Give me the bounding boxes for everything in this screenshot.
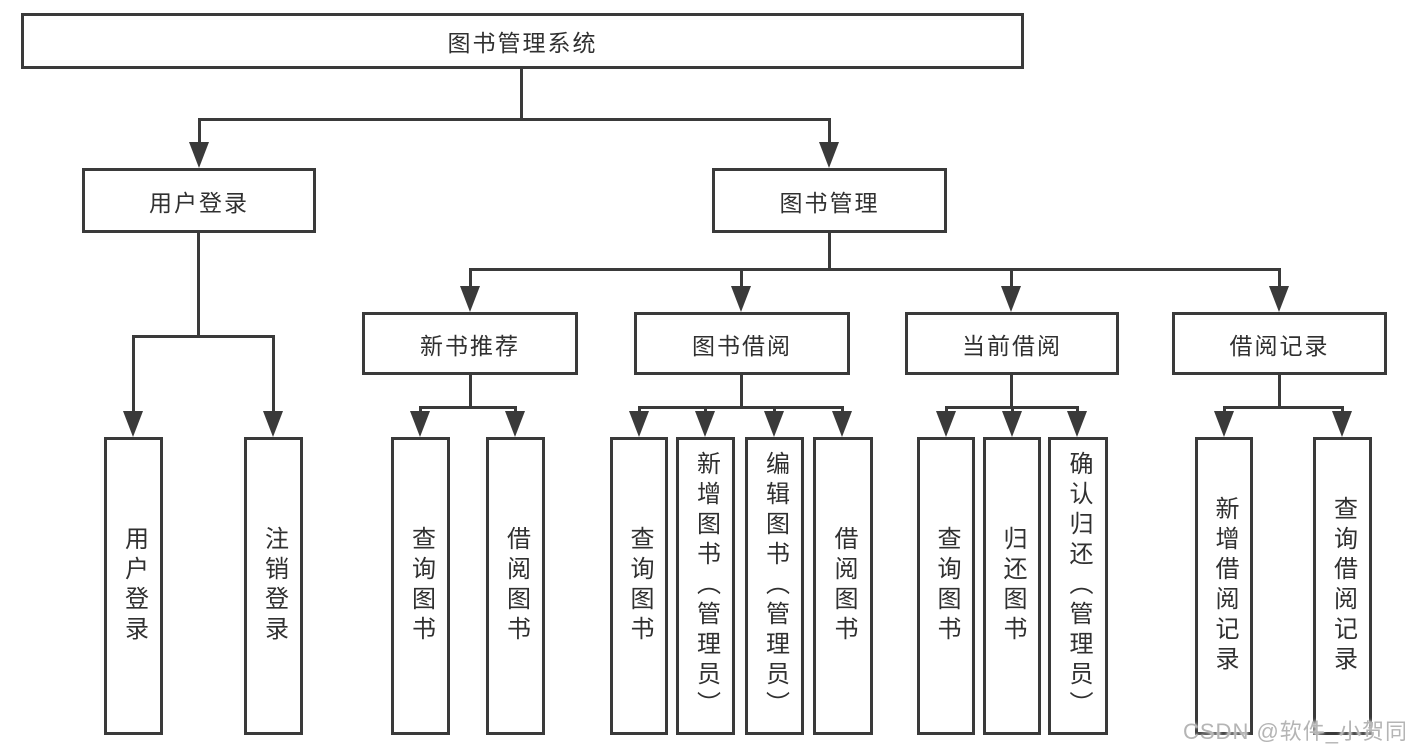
leaf-edit-book-admin: 编辑图书（管理员） — [745, 437, 804, 735]
leaf-return-book: 归还图书 — [983, 437, 1041, 735]
arrow-down-icon — [460, 286, 480, 312]
arrow-down-icon — [505, 411, 525, 437]
connector-arrow-shaft-book-borrow — [740, 268, 743, 292]
arrow-down-icon — [832, 411, 852, 437]
leaf-borrow-book: 借阅图书 — [813, 437, 873, 735]
arrow-down-icon — [1332, 411, 1352, 437]
leaf-borrow-book-recommend: 借阅图书 — [486, 437, 545, 735]
arrow-down-icon — [1214, 411, 1234, 437]
arrow-down-icon — [1269, 286, 1289, 312]
connector-new-book-split — [419, 406, 517, 409]
arrow-down-icon — [1001, 286, 1021, 312]
node-book-borrow: 图书借阅 — [634, 312, 850, 375]
arrow-down-icon — [695, 411, 715, 437]
leaf-query-book-current: 查询图书 — [917, 437, 975, 735]
leaf-confirm-return-admin: 确认归还（管理员） — [1048, 437, 1108, 735]
node-borrow-records: 借阅记录 — [1172, 312, 1387, 375]
connector-arrow-shaft-leaf-login — [132, 335, 135, 417]
leaf-user-login: 用户登录 — [104, 437, 163, 735]
arrow-down-icon — [629, 411, 649, 437]
arrow-down-icon — [1067, 411, 1087, 437]
connector-arrow-shaft-leaf-logout — [272, 335, 275, 417]
leaf-query-borrow-record: 查询借阅记录 — [1313, 437, 1372, 735]
node-library-management-system: 图书管理系统 — [21, 13, 1024, 69]
arrow-down-icon — [819, 142, 839, 168]
connector-arrow-shaft-borrow-records — [1278, 268, 1281, 292]
node-book-management: 图书管理 — [712, 168, 947, 233]
connector-new-book-stem — [469, 373, 472, 409]
node-new-book-recommend: 新书推荐 — [362, 312, 578, 375]
arrow-down-icon — [189, 142, 209, 168]
connector-book-management-split — [469, 268, 1281, 271]
arrow-down-icon — [1002, 411, 1022, 437]
csdn-watermark: CSDN @软件_小贺同学 — [1183, 719, 1405, 744]
connector-borrow-records-stem — [1278, 373, 1281, 409]
node-user-login: 用户登录 — [82, 168, 316, 233]
arrow-down-icon — [263, 411, 283, 437]
connector-user-login-split — [132, 335, 275, 338]
arrow-down-icon — [731, 286, 751, 312]
arrow-down-icon — [764, 411, 784, 437]
connector-arrow-shaft-new-book — [469, 268, 472, 292]
connector-book-borrow-stem — [740, 373, 743, 409]
connector-root-stem — [520, 66, 523, 120]
leaf-query-book-borrow: 查询图书 — [610, 437, 668, 735]
arrow-down-icon — [936, 411, 956, 437]
connector-book-management-stem — [828, 231, 831, 271]
leaf-logout-login: 注销登录 — [244, 437, 303, 735]
connector-arrow-shaft-user-login — [198, 118, 201, 146]
connector-user-login-stem — [197, 231, 200, 338]
arrow-down-icon — [123, 411, 143, 437]
connector-arrow-shaft-current-borrow — [1010, 268, 1013, 292]
connector-borrow-records-split — [1223, 406, 1343, 409]
connector-current-borrow-stem — [1010, 373, 1013, 409]
node-current-borrow: 当前借阅 — [905, 312, 1119, 375]
leaf-add-book-admin: 新增图书（管理员） — [676, 437, 735, 735]
leaf-query-book-recommend: 查询图书 — [391, 437, 450, 735]
arrow-down-icon — [410, 411, 430, 437]
connector-arrow-shaft-book-management — [828, 118, 831, 146]
leaf-add-borrow-record: 新增借阅记录 — [1195, 437, 1253, 735]
connector-root-split — [198, 118, 831, 121]
connector-book-borrow-split — [638, 406, 843, 409]
